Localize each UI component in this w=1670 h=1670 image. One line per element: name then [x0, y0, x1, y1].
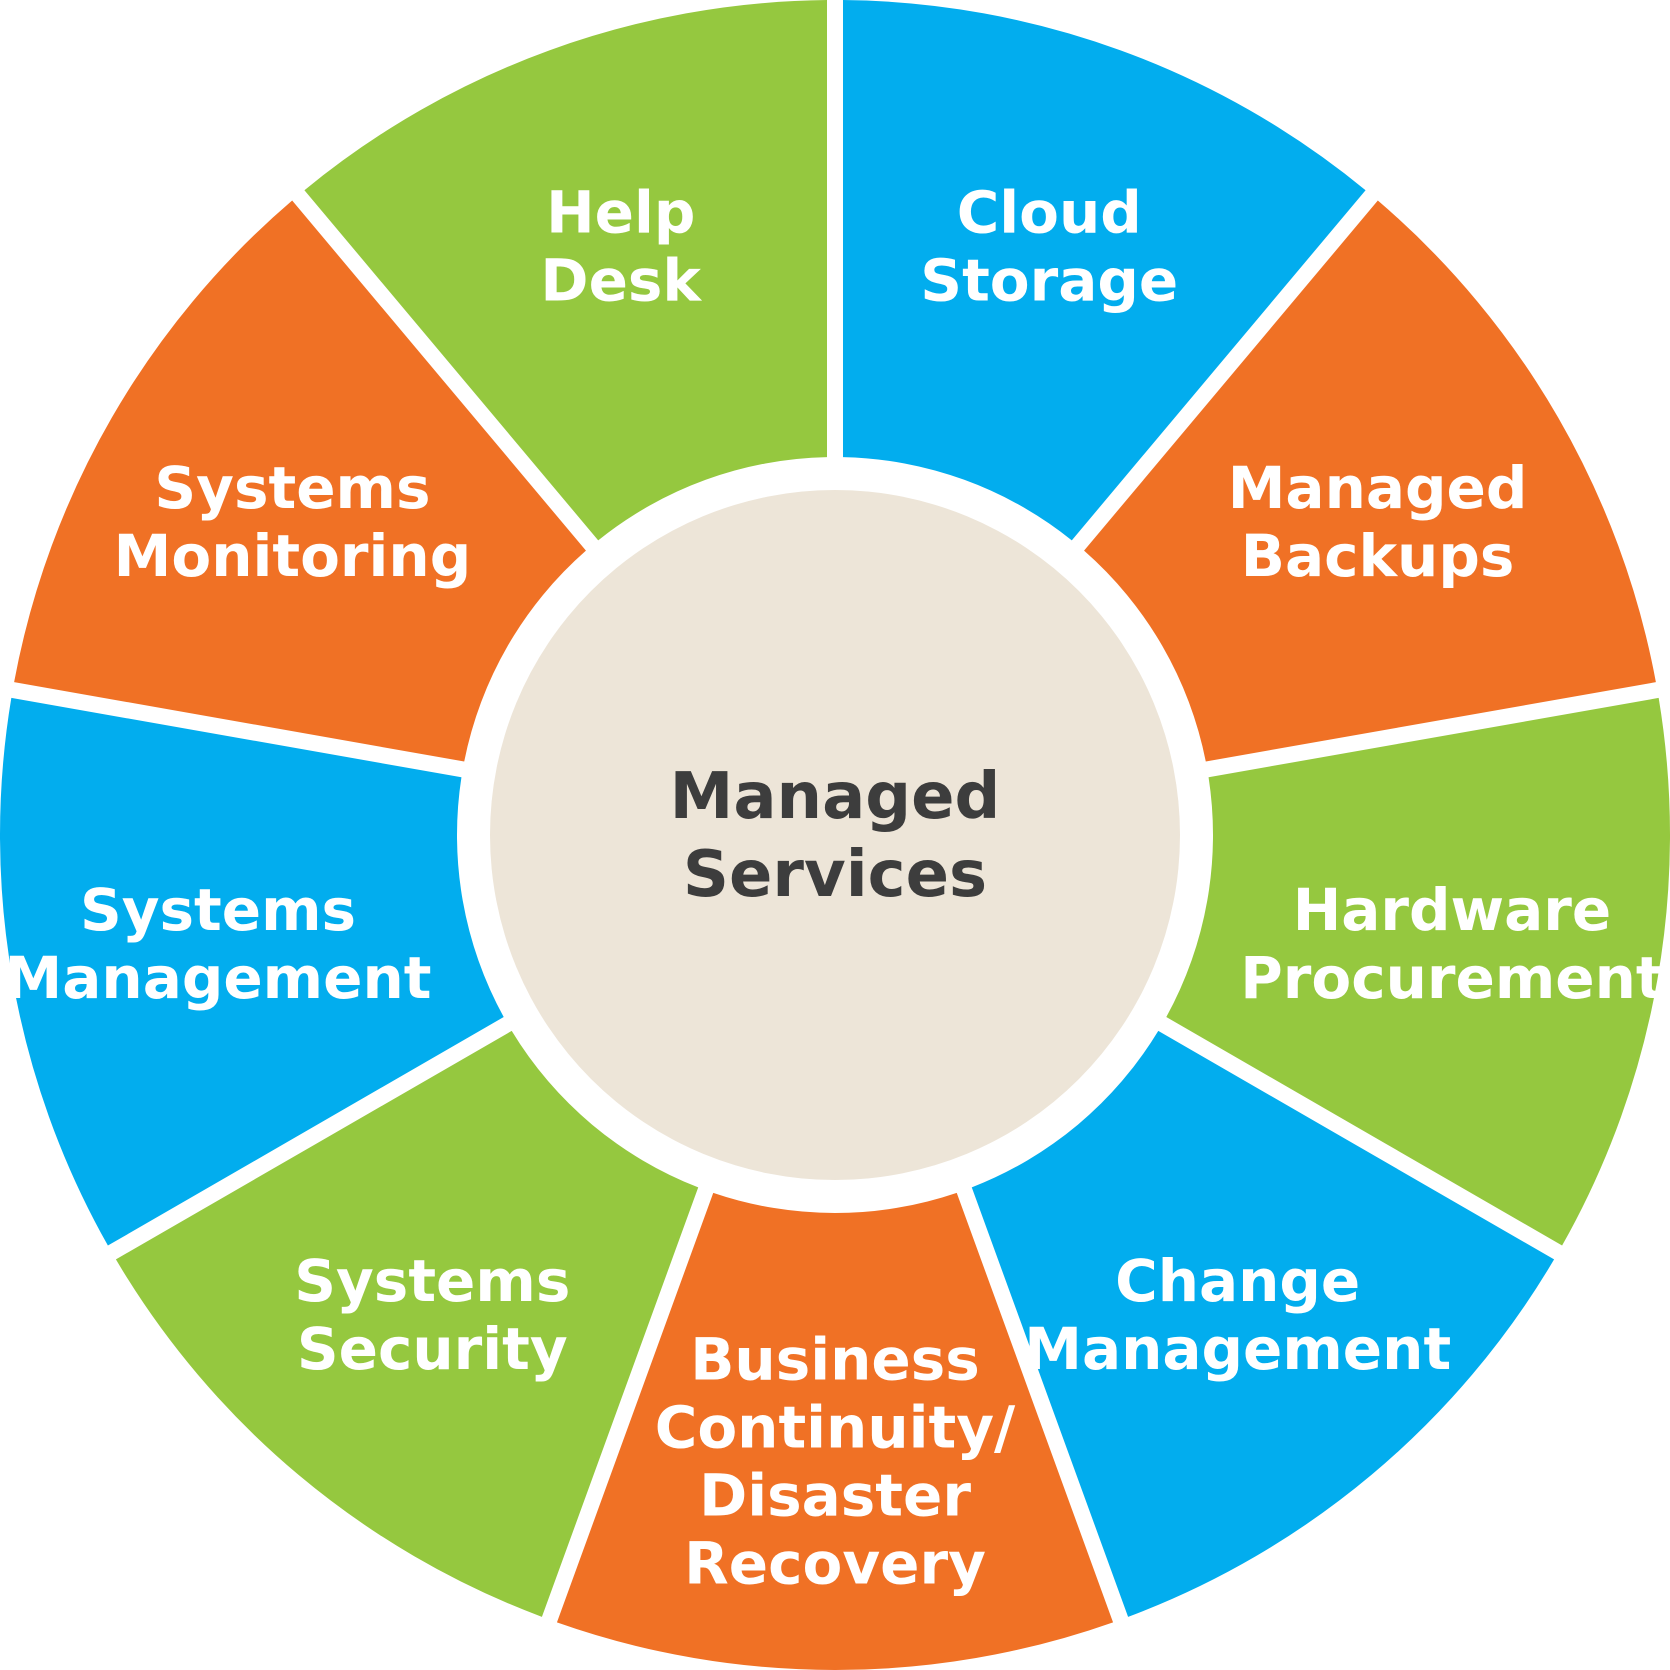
segment-label-line: Managed	[1228, 454, 1528, 522]
segment-systems-management	[0, 697, 504, 1246]
segment-label-line: Systems	[154, 454, 430, 522]
segment-label-line: Recovery	[684, 1530, 986, 1598]
center-hub-circle	[490, 490, 1180, 1180]
segment-managed-backups	[1084, 200, 1656, 762]
segment-label-line: Continuity/	[655, 1394, 1016, 1462]
segment-business-continuity-disaster-recovery	[556, 1192, 1114, 1670]
segment-label-line: Business	[690, 1326, 980, 1394]
segment-label-line: Cloud	[957, 178, 1142, 246]
segment-help-desk	[304, 0, 828, 541]
segment-label-line: Security	[297, 1315, 568, 1383]
segment-label-line: Change	[1115, 1247, 1360, 1315]
segment-label-line: Management	[1024, 1315, 1451, 1383]
segment-label-line: Management	[5, 944, 432, 1012]
center-hub-label-line: Managed	[670, 760, 1001, 834]
segment-label-line: Monitoring	[114, 522, 472, 590]
segment-cloud-storage	[842, 0, 1366, 541]
segment-label-line: Desk	[540, 246, 702, 314]
segment-systems-monitoring	[14, 200, 586, 762]
segment-hardware-procurement	[1166, 697, 1670, 1246]
center-hub-label-line: Services	[683, 838, 987, 912]
segment-label-line: Disaster	[699, 1462, 971, 1530]
segment-label-line: Systems	[80, 876, 356, 944]
segment-label-line: Procurement	[1240, 944, 1663, 1012]
segment-label-line: Systems	[294, 1247, 570, 1315]
segment-label-line: Hardware	[1293, 876, 1611, 944]
segment-change-management	[971, 1030, 1555, 1617]
segment-label-line: Backups	[1241, 522, 1515, 590]
segment-label-line: Help	[546, 178, 695, 246]
segment-systems-security	[115, 1030, 699, 1617]
segment-label-line: Storage	[920, 246, 1178, 314]
